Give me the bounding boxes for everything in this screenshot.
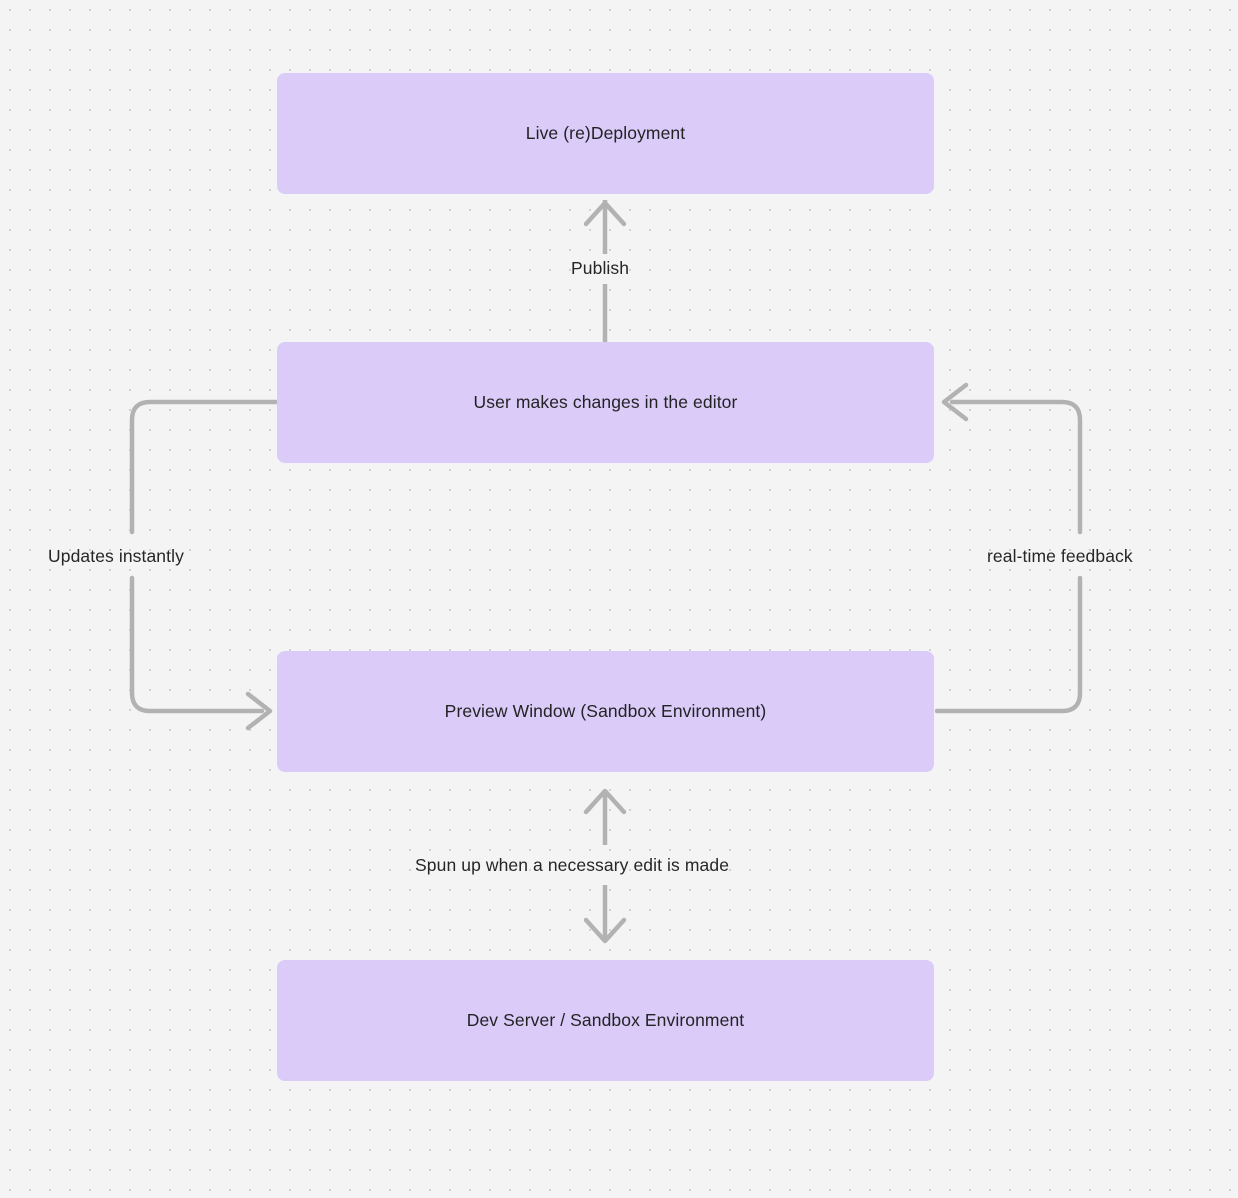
edge-label-spun-up: Spun up when a necessary edit is made: [415, 855, 730, 875]
arrowhead-up-publish: [583, 200, 627, 227]
node-user-makes-changes-label: User makes changes in the editor: [473, 392, 738, 413]
node-dev-server-sandbox-label: Dev Server / Sandbox Environment: [466, 1010, 745, 1031]
node-user-makes-changes[interactable]: User makes changes in the editor: [277, 342, 934, 463]
arrowhead-right-updates: [245, 691, 273, 731]
node-live-redeployment[interactable]: Live (re)Deployment: [277, 73, 934, 194]
edge-label-publish: Publish: [571, 258, 630, 278]
node-preview-window-label: Preview Window (Sandbox Environment): [444, 701, 767, 722]
node-dev-server-sandbox[interactable]: Dev Server / Sandbox Environment: [277, 960, 934, 1081]
node-live-redeployment-label: Live (re)Deployment: [525, 123, 686, 144]
node-preview-window[interactable]: Preview Window (Sandbox Environment): [277, 651, 934, 772]
edge-label-real-time-feedback: real-time feedback: [987, 546, 1133, 566]
edge-label-updates-instantly: Updates instantly: [48, 546, 184, 566]
arrowhead-down-spun-up: [583, 917, 627, 944]
arrowhead-left-realtime: [941, 382, 969, 422]
arrowhead-up-spun-up: [583, 788, 627, 815]
